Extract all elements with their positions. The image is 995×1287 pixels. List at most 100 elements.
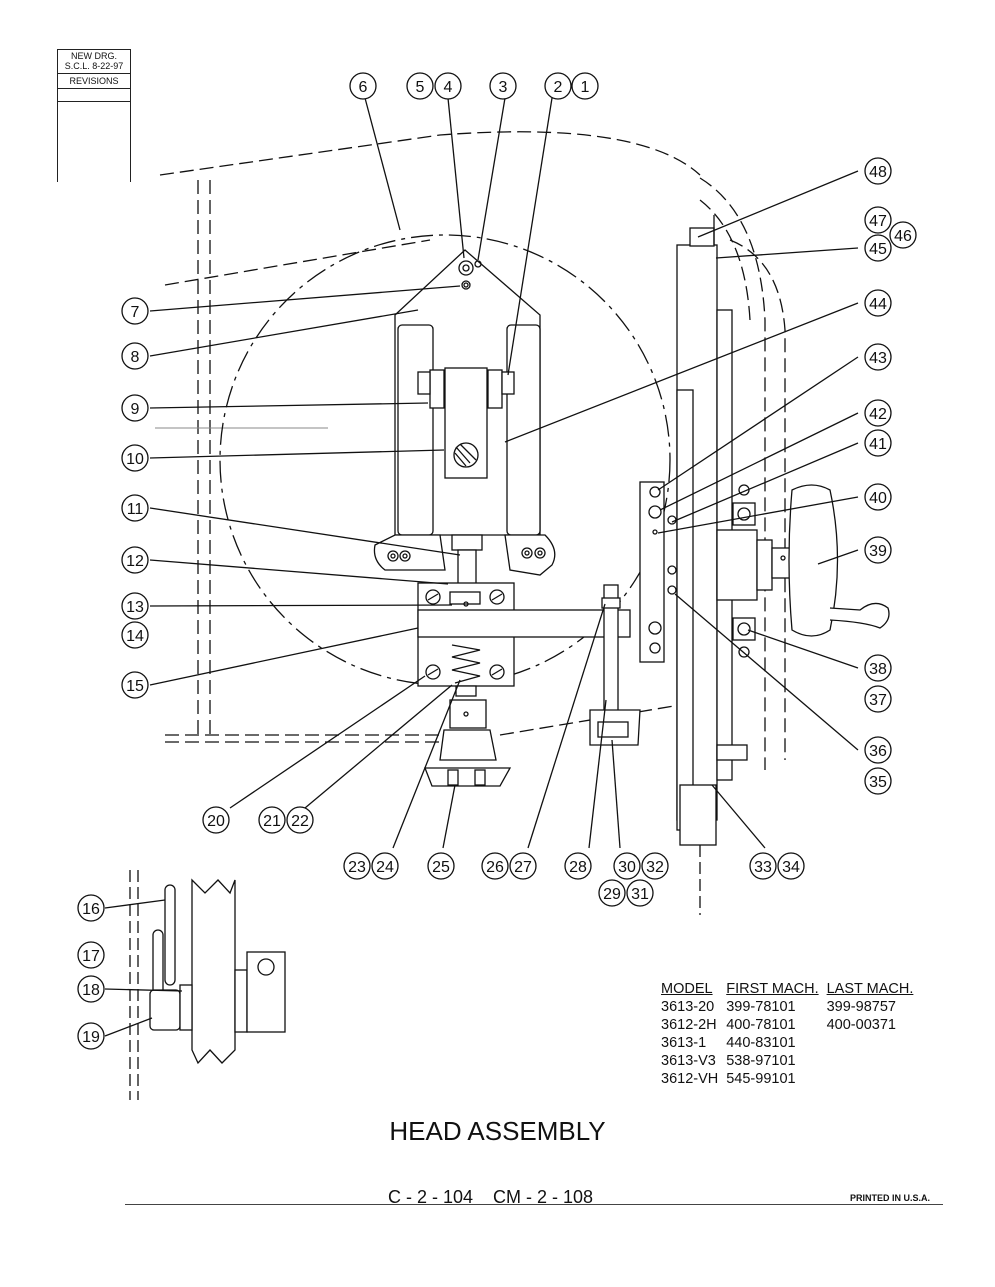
callout-37: 37 [864, 685, 892, 713]
callout-17: 17 [77, 941, 105, 969]
callout-15: 15 [121, 671, 149, 699]
svg-text:13: 13 [126, 599, 144, 616]
model-cell: 3613-1 [661, 1035, 707, 1051]
printed-in-usa: PRINTED IN U.S.A. [850, 1193, 931, 1203]
svg-text:33: 33 [754, 859, 772, 876]
callout-1: 1 [571, 72, 599, 100]
svg-text:27: 27 [514, 859, 532, 876]
first-mach-cell: 538-97101 [726, 1053, 796, 1069]
wheel-guard-outline [159, 131, 701, 176]
callout-24: 24 [371, 852, 399, 880]
page-title: HEAD ASSEMBLY [389, 1116, 606, 1146]
model-table-header: MODEL FIRST MACH. LAST MACH. [657, 980, 917, 998]
svg-text:23: 23 [348, 859, 366, 876]
svg-text:21: 21 [263, 813, 281, 830]
model-cell: 3613-V3 [661, 1053, 716, 1069]
callout-12: 12 [121, 546, 149, 574]
header-first-mach: FIRST MACH. [726, 981, 819, 997]
svg-text:39: 39 [869, 543, 887, 560]
drawing-codes: C - 2 - 104 CM - 2 - 108 [388, 1187, 594, 1207]
model-cell: 3612-VH [661, 1071, 719, 1087]
callout-20: 20 [202, 806, 230, 834]
svg-text:32: 32 [646, 859, 664, 876]
svg-text:19: 19 [82, 1029, 100, 1046]
callout-11: 11 [121, 494, 149, 522]
callout-44: 44 [864, 289, 892, 317]
callout-45: 45 [864, 234, 892, 262]
svg-text:8: 8 [131, 349, 140, 366]
first-mach-cell: 400-78101 [726, 1017, 796, 1033]
first-mach-cell: 399-78101 [726, 999, 796, 1015]
callout-4: 4 [434, 72, 462, 100]
svg-text:48: 48 [869, 164, 887, 181]
svg-text:29: 29 [603, 886, 621, 903]
revision-block-header: NEW DRG. S.C.L. 8-22-97 [58, 50, 130, 74]
svg-text:36: 36 [869, 743, 887, 760]
svg-text:9: 9 [131, 401, 140, 418]
callout-42: 42 [864, 399, 892, 427]
table-row: 3613-1 440-83101 [657, 1034, 917, 1052]
callout-34: 34 [777, 852, 805, 880]
callout-27: 27 [509, 852, 537, 880]
callout-38: 38 [864, 654, 892, 682]
svg-text:26: 26 [486, 859, 504, 876]
callout-16: 16 [77, 894, 105, 922]
svg-text:15: 15 [126, 678, 144, 695]
last-mach-cell: 400-00371 [826, 1017, 896, 1033]
svg-text:44: 44 [869, 296, 887, 313]
svg-text:38: 38 [869, 661, 887, 678]
revision-block: NEW DRG. S.C.L. 8-22-97 REVISIONS [57, 49, 131, 182]
svg-text:3: 3 [499, 79, 508, 96]
callout-6: 6 [349, 72, 377, 100]
last-mach-cell [823, 1052, 918, 1070]
callout-14: 14 [121, 621, 149, 649]
callout-8: 8 [121, 342, 149, 370]
svg-text:14: 14 [126, 628, 144, 645]
footer-rule [125, 1204, 943, 1205]
handle [788, 484, 839, 637]
revisions-label: REVISIONS [58, 74, 130, 89]
callout-43: 43 [864, 343, 892, 371]
callout-19: 19 [77, 1022, 105, 1050]
leader-lines [104, 97, 859, 1037]
callout-25: 25 [427, 852, 455, 880]
callout-balloons: 1 2 3 4 5 6 7 8 9 10 11 12 13 14 15 16 1… [77, 72, 917, 1050]
svg-text:2: 2 [554, 79, 563, 96]
svg-text:22: 22 [291, 813, 309, 830]
first-mach-cell: 440-83101 [726, 1035, 796, 1051]
svg-text:47: 47 [869, 213, 887, 230]
callout-48: 48 [864, 157, 892, 185]
callout-9: 9 [121, 394, 149, 422]
svg-text:35: 35 [869, 774, 887, 791]
callout-28: 28 [564, 852, 592, 880]
svg-text:5: 5 [416, 79, 425, 96]
svg-text:42: 42 [869, 406, 887, 423]
svg-text:7: 7 [131, 304, 140, 321]
last-mach-cell [823, 1034, 918, 1052]
callout-31: 31 [626, 879, 654, 907]
revision-date: S.C.L. 8-22-97 [64, 61, 124, 71]
svg-text:18: 18 [82, 982, 100, 999]
svg-text:24: 24 [376, 859, 394, 876]
callout-26: 26 [481, 852, 509, 880]
svg-text:41: 41 [869, 436, 887, 453]
svg-text:43: 43 [869, 350, 887, 367]
svg-text:1: 1 [581, 79, 590, 96]
svg-text:16: 16 [82, 901, 100, 918]
callout-29: 29 [598, 879, 626, 907]
revision-new-drawing: NEW DRG. [71, 51, 117, 61]
svg-text:46: 46 [894, 228, 912, 245]
svg-text:37: 37 [869, 692, 887, 709]
callout-21: 21 [258, 806, 286, 834]
callout-40: 40 [864, 483, 892, 511]
svg-text:4: 4 [444, 79, 453, 96]
svg-text:12: 12 [126, 553, 144, 570]
svg-text:34: 34 [782, 859, 800, 876]
svg-text:10: 10 [126, 451, 144, 468]
table-row: 3613-20 399-78101 399-98757 [657, 998, 917, 1016]
header-last-mach: LAST MACH. [826, 981, 914, 997]
table-row: 3612-2H 400-78101 400-00371 [657, 1016, 917, 1034]
first-mach-cell: 545-99101 [726, 1071, 796, 1087]
svg-text:6: 6 [359, 79, 368, 96]
